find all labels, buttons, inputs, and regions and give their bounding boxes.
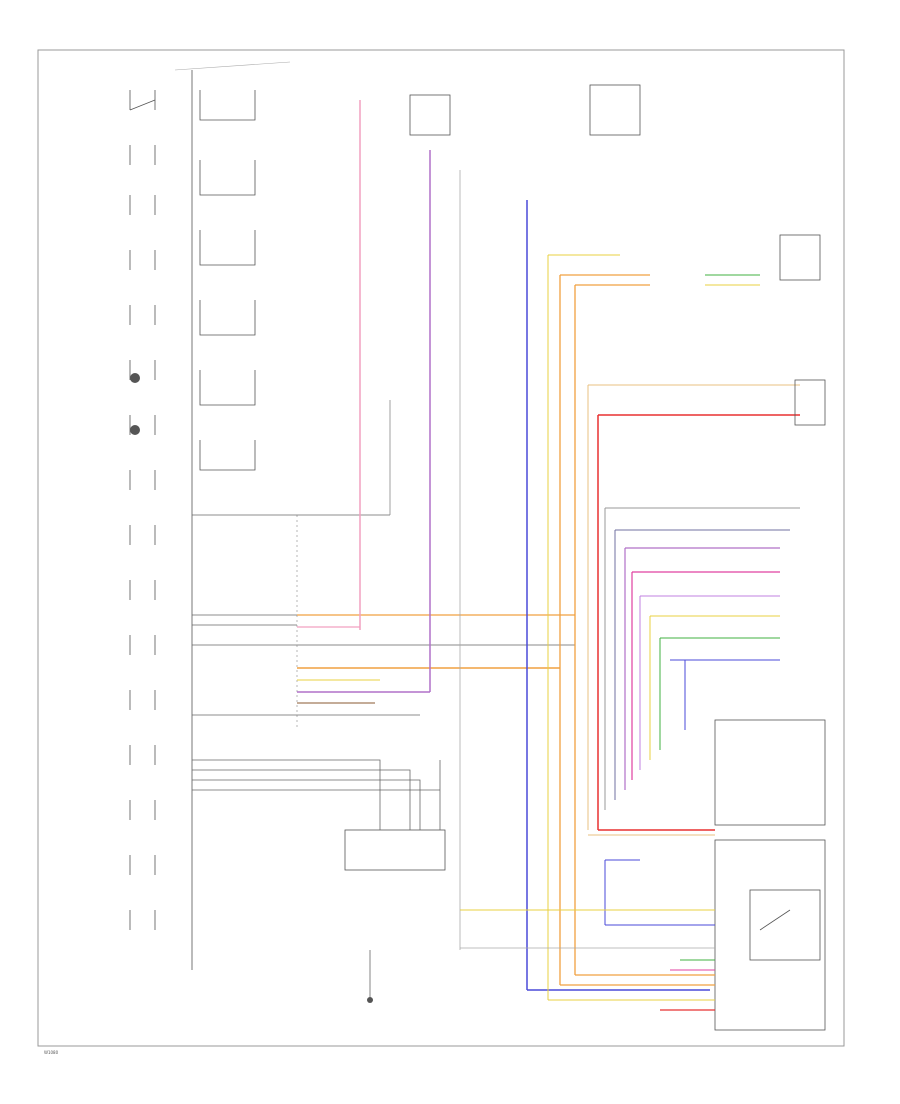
selector-lever-switch-contact xyxy=(759,909,791,931)
transmission-range-sensor-block xyxy=(714,719,826,826)
range-switch-wires xyxy=(604,507,800,810)
footer-code: W1080 xyxy=(44,1050,59,1055)
mechatronic-output-wires xyxy=(192,514,440,791)
shift-lock-solenoid xyxy=(794,379,826,426)
tcm-block xyxy=(344,829,446,871)
pressure-sensor-icon-2 xyxy=(130,425,140,435)
fuse-block-top-right xyxy=(589,84,641,136)
instrument-cluster-symbol xyxy=(779,234,821,281)
ground-icon xyxy=(367,997,373,1003)
solenoid-column xyxy=(129,90,156,930)
left-module-top-line xyxy=(174,61,291,71)
tcm-input-wires xyxy=(350,759,441,830)
transmission-sensors-group xyxy=(199,90,256,471)
pressure-sensor-icon-1 xyxy=(130,373,140,383)
selector-lever-wires xyxy=(460,859,715,1011)
selector-lever-module-block xyxy=(714,839,826,1031)
diagram-frame xyxy=(37,49,845,1047)
selector-lever-switch xyxy=(749,889,821,961)
fuse-block-top-center xyxy=(409,94,451,136)
